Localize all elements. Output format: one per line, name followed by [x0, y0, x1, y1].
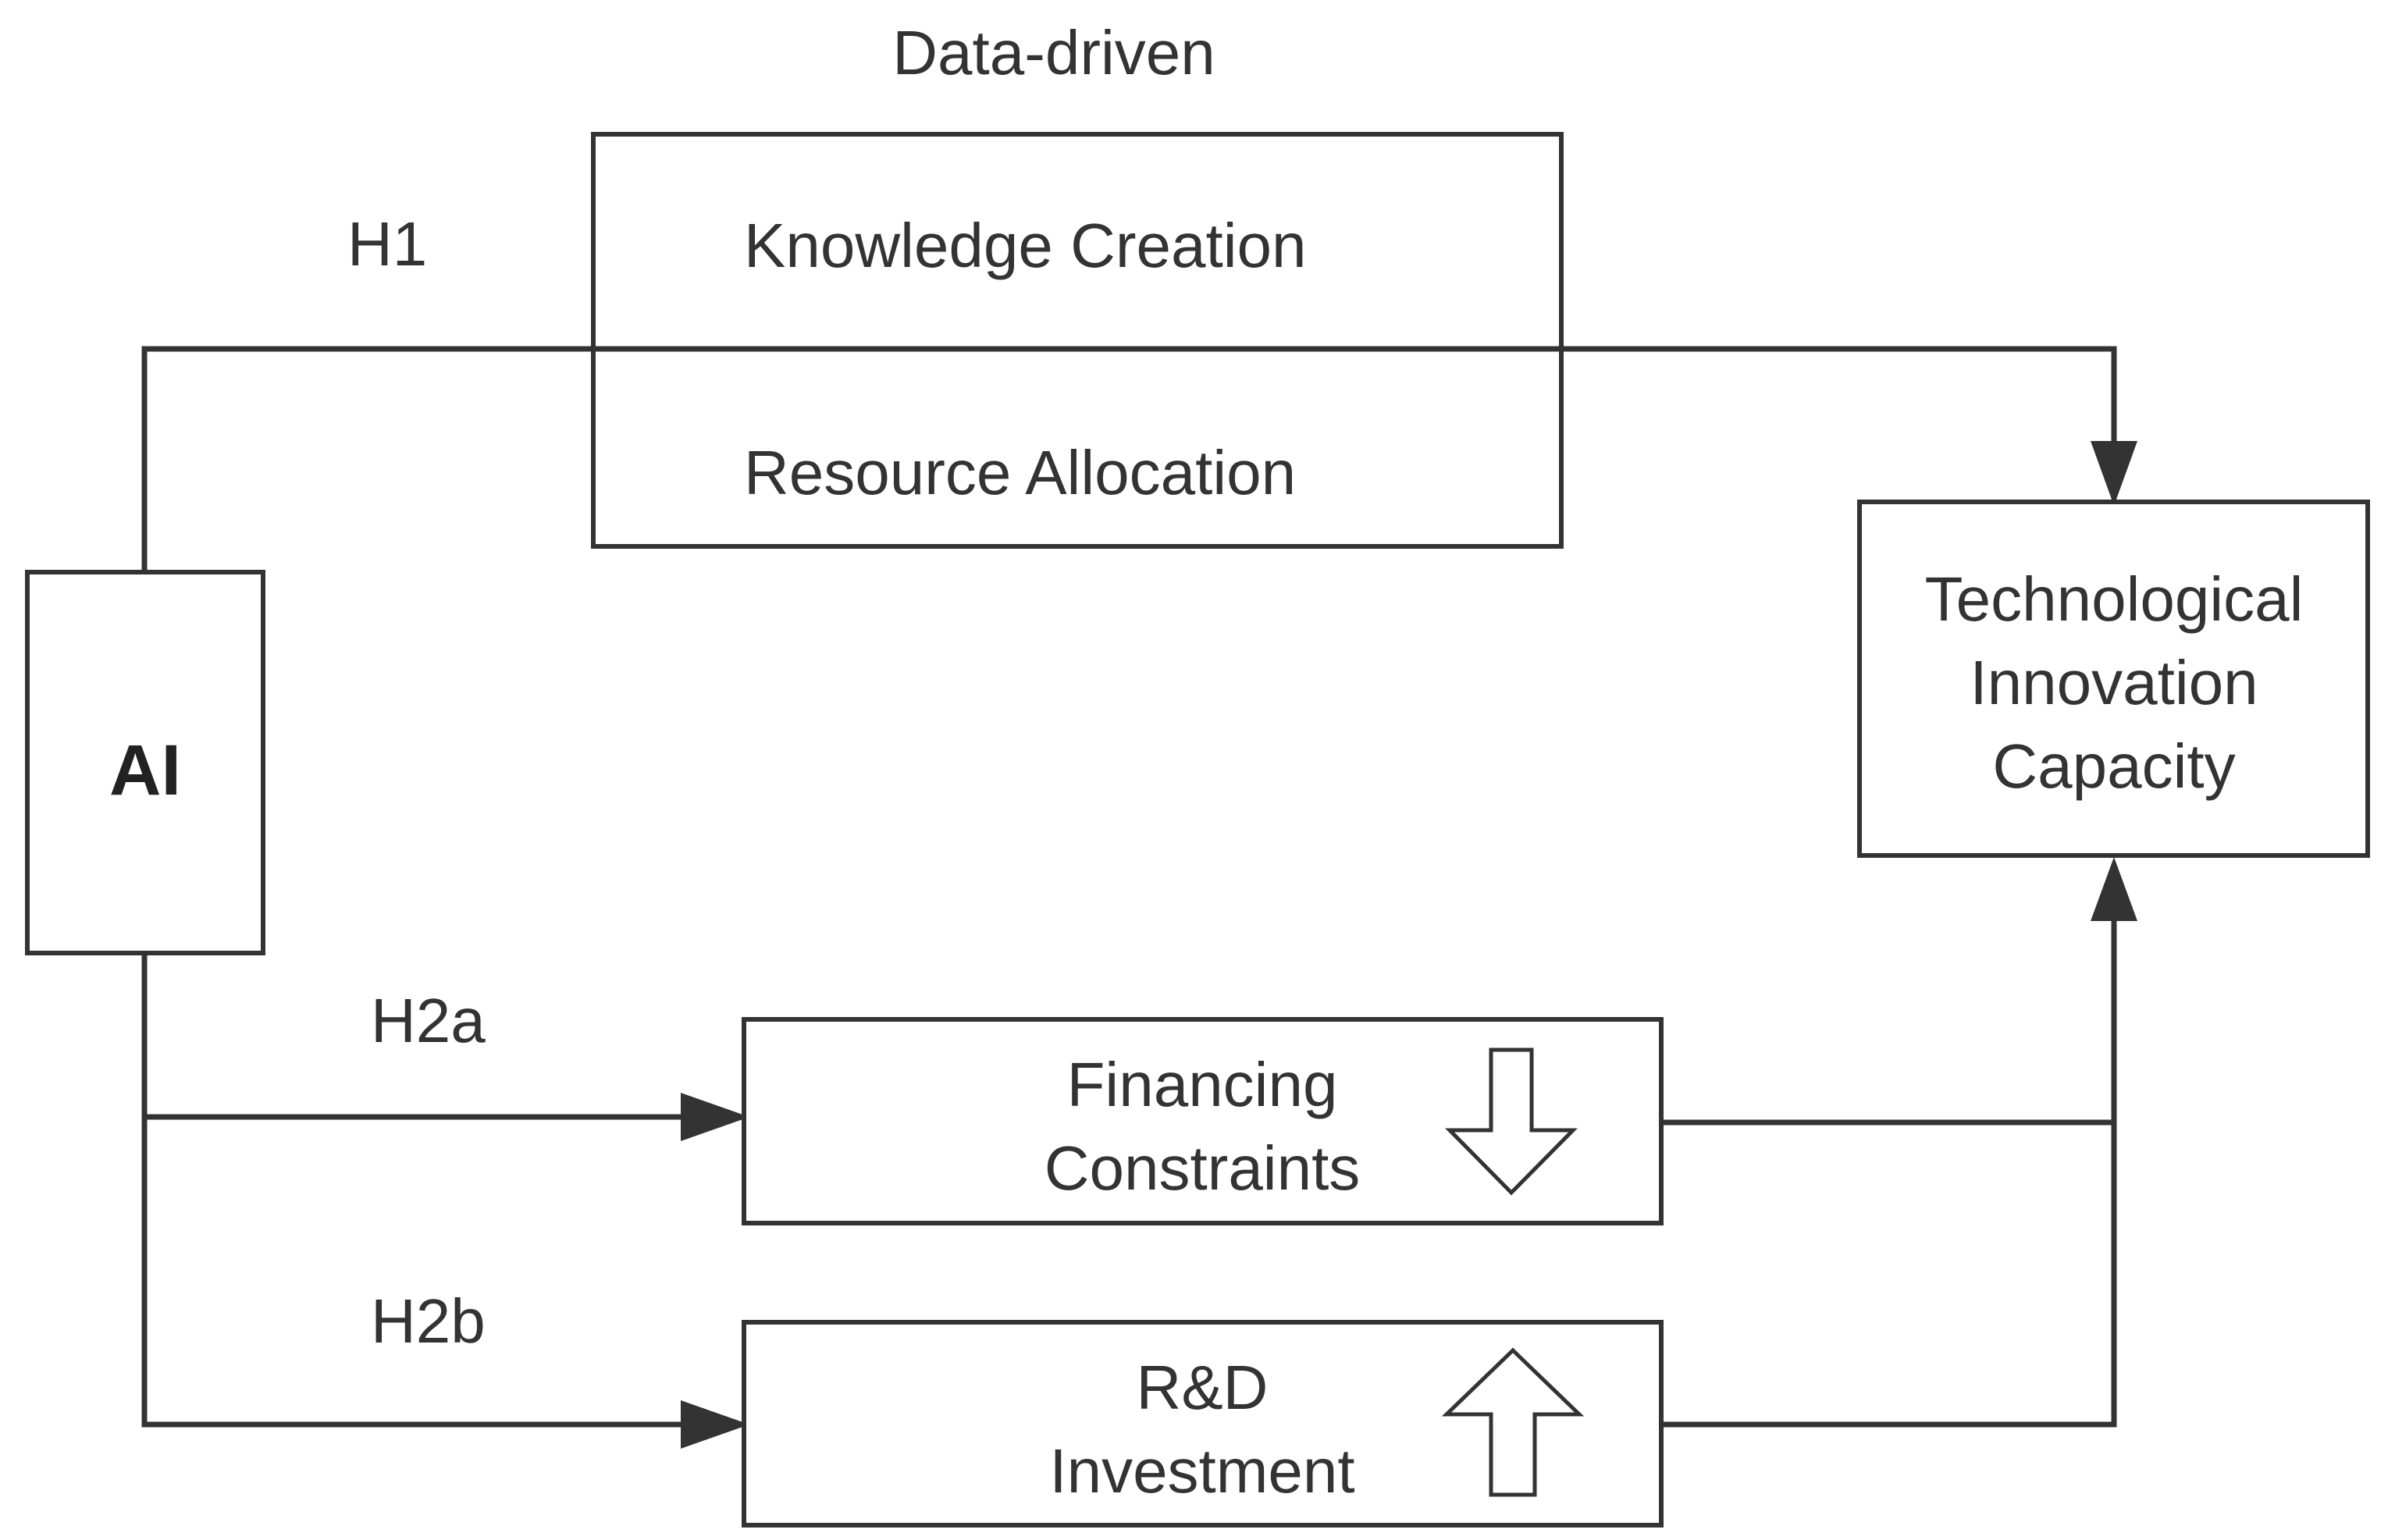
- outcome-bottom-arrowhead: [2091, 857, 2137, 921]
- data-driven-label: Data-driven: [892, 18, 1215, 87]
- ai-box: [25, 570, 265, 955]
- outcome-label-line3: Capacity: [1992, 731, 2235, 801]
- outcome-label-line1: Technological: [1925, 564, 2304, 634]
- resource-allocation-label: Resource Allocation: [744, 438, 1296, 507]
- outcome-box: [1857, 500, 2370, 858]
- financing-label-line2: Constraints: [1045, 1133, 1361, 1203]
- financing-label-line1: Financing: [1067, 1050, 1338, 1119]
- h1-path: [141, 346, 2117, 570]
- h2b-path: [141, 953, 695, 1428]
- arrow-up-icon: [1441, 1347, 1585, 1497]
- h2a-arrowhead: [681, 1093, 749, 1141]
- rd-label-line1: R&D: [1137, 1353, 1269, 1422]
- ai-label: AI: [109, 731, 181, 810]
- h1-arrowhead: [2091, 441, 2137, 506]
- h2b-arrowhead: [681, 1400, 749, 1449]
- knowledge-creation-label: Knowledge Creation: [744, 211, 1306, 280]
- outcome-label-line2: Innovation: [1970, 648, 2258, 717]
- h2a-label: H2a: [371, 986, 486, 1055]
- h1-label: H1: [347, 209, 427, 279]
- rd-to-outcome-path: [1661, 905, 2117, 1428]
- rd-label-line2: Investment: [1049, 1436, 1354, 1506]
- h2b-label: H2b: [371, 1286, 486, 1356]
- arrow-down-icon: [1445, 1047, 1578, 1196]
- mechanism-box: [591, 132, 1564, 549]
